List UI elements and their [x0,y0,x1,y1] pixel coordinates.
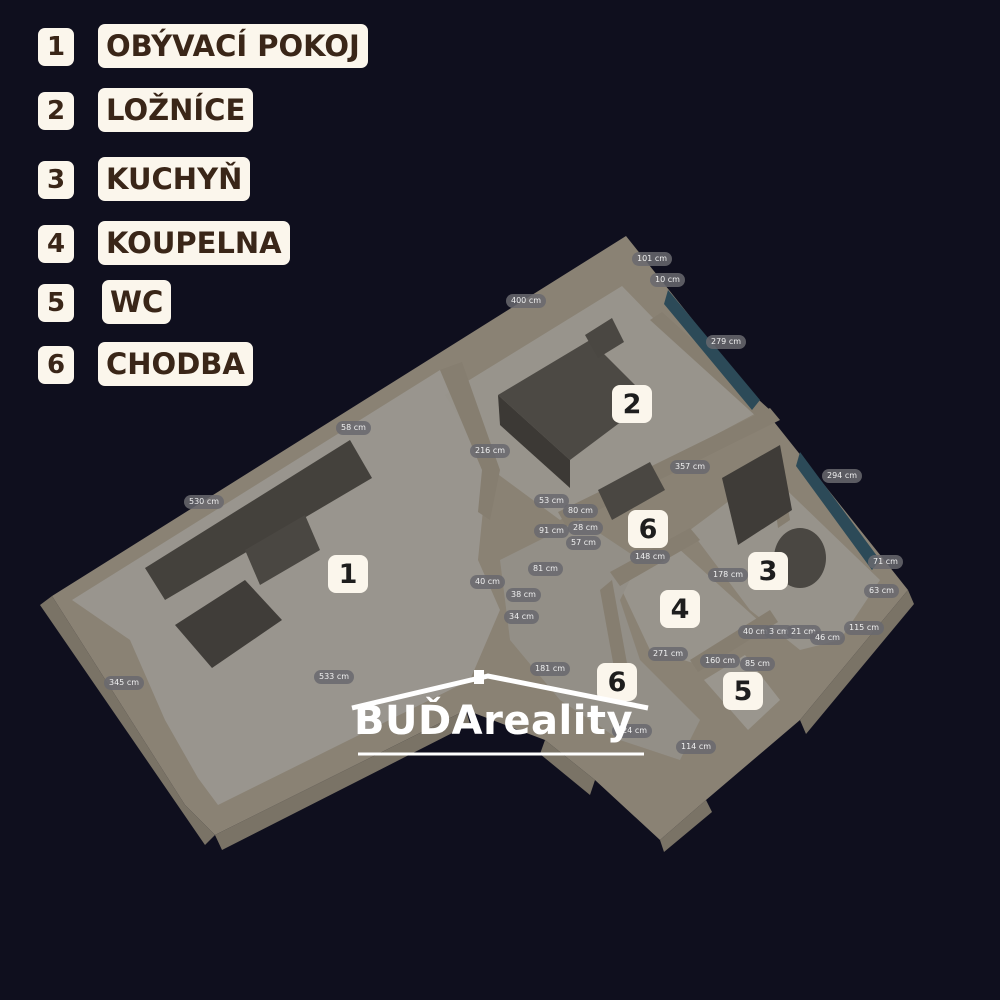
legend-number: 3 [38,161,74,199]
legend-item-wc: 5 WC [38,280,438,326]
room-marker-kitchen: 3 [748,552,788,590]
legend-label: WC [102,280,172,324]
dimension-label: 181 cm [530,662,571,676]
dimension-label: 58 cm [336,421,371,435]
dimension-label: 57 cm [566,536,601,550]
wardrobe [585,318,624,358]
legend-label: CHODBA [98,342,253,386]
legend-label: KOUPELNA [98,221,290,265]
dimension-label: 148 cm [630,550,671,564]
legend-number: 5 [38,284,74,322]
watermark-text: BUĎAreality [354,698,634,744]
dimension-label: 71 cm [868,555,903,569]
dimension-label: 178 cm [708,568,749,582]
dimension-label: 63 cm [864,584,899,598]
legend-item-hallway: 6 CHODBA [38,342,438,388]
dimension-label: 101 cm [632,252,673,266]
dimension-label: 400 cm [506,294,547,308]
legend-number: 4 [38,225,74,263]
dimension-label: 46 cm [810,631,845,645]
dimension-label: 80 cm [563,504,598,518]
logo-roof-icon [351,670,649,756]
dimension-label: 115 cm [844,621,885,635]
dimension-label: 279 cm [706,335,747,349]
room-marker-hallway: 6 [597,663,637,701]
room-marker-bedroom: 2 [612,385,652,423]
bed-side [498,395,570,488]
room-marker-bathroom: 4 [660,590,700,628]
room-marker-living-room: 1 [328,555,368,593]
watermark-logo: BUĎAreality [348,668,658,758]
furniture [145,318,826,668]
dimension-label: 530 cm [184,495,225,509]
sofa [145,440,372,600]
legend-item-bathroom: 4 KOUPELNA [38,221,438,267]
dimension-label: 357 cm [670,460,711,474]
legend-number: 6 [38,346,74,384]
dimension-label: 160 cm [700,654,741,668]
windows [664,290,880,570]
legend-label: LOŽNÍCE [98,88,254,132]
dimension-label: 10 cm [650,273,685,287]
dimension-label: 28 cm [568,521,603,535]
dimension-label: 34 cm [504,610,539,624]
legend-label: KUCHYŇ [98,157,251,201]
dimension-label: 124 cm [612,724,653,738]
dimension-label: 91 cm [534,524,569,538]
bed [498,340,650,460]
legend-item-living-room: 1 OBÝVACÍ POKOJ [38,24,438,70]
dimension-label: 533 cm [314,670,355,684]
dimension-label: 38 cm [506,588,541,602]
legend-item-bedroom: 2 LOŽNÍCE [38,88,438,134]
legend-number: 2 [38,92,74,130]
legend-item-kitchen: 3 KUCHYŇ [38,157,438,203]
kitchen-unit [722,445,792,545]
coffee-table [175,580,282,668]
dresser [598,462,665,520]
dimension-label: 345 cm [104,676,145,690]
legend-number: 1 [38,28,74,66]
tv-unit [245,515,320,585]
dimension-label: 114 cm [676,740,717,754]
dimension-label: 294 cm [822,469,863,483]
legend-label: OBÝVACÍ POKOJ [98,24,368,68]
dimension-label: 81 cm [528,562,563,576]
dimension-label: 216 cm [470,444,511,458]
dimension-label: 40 cm [470,575,505,589]
room-marker-wc: 5 [723,672,763,710]
room-marker-hallway: 6 [628,510,668,548]
dimension-label: 53 cm [534,494,569,508]
dimension-label: 85 cm [740,657,775,671]
dimension-label: 271 cm [648,647,689,661]
hallway-floor [500,520,700,760]
